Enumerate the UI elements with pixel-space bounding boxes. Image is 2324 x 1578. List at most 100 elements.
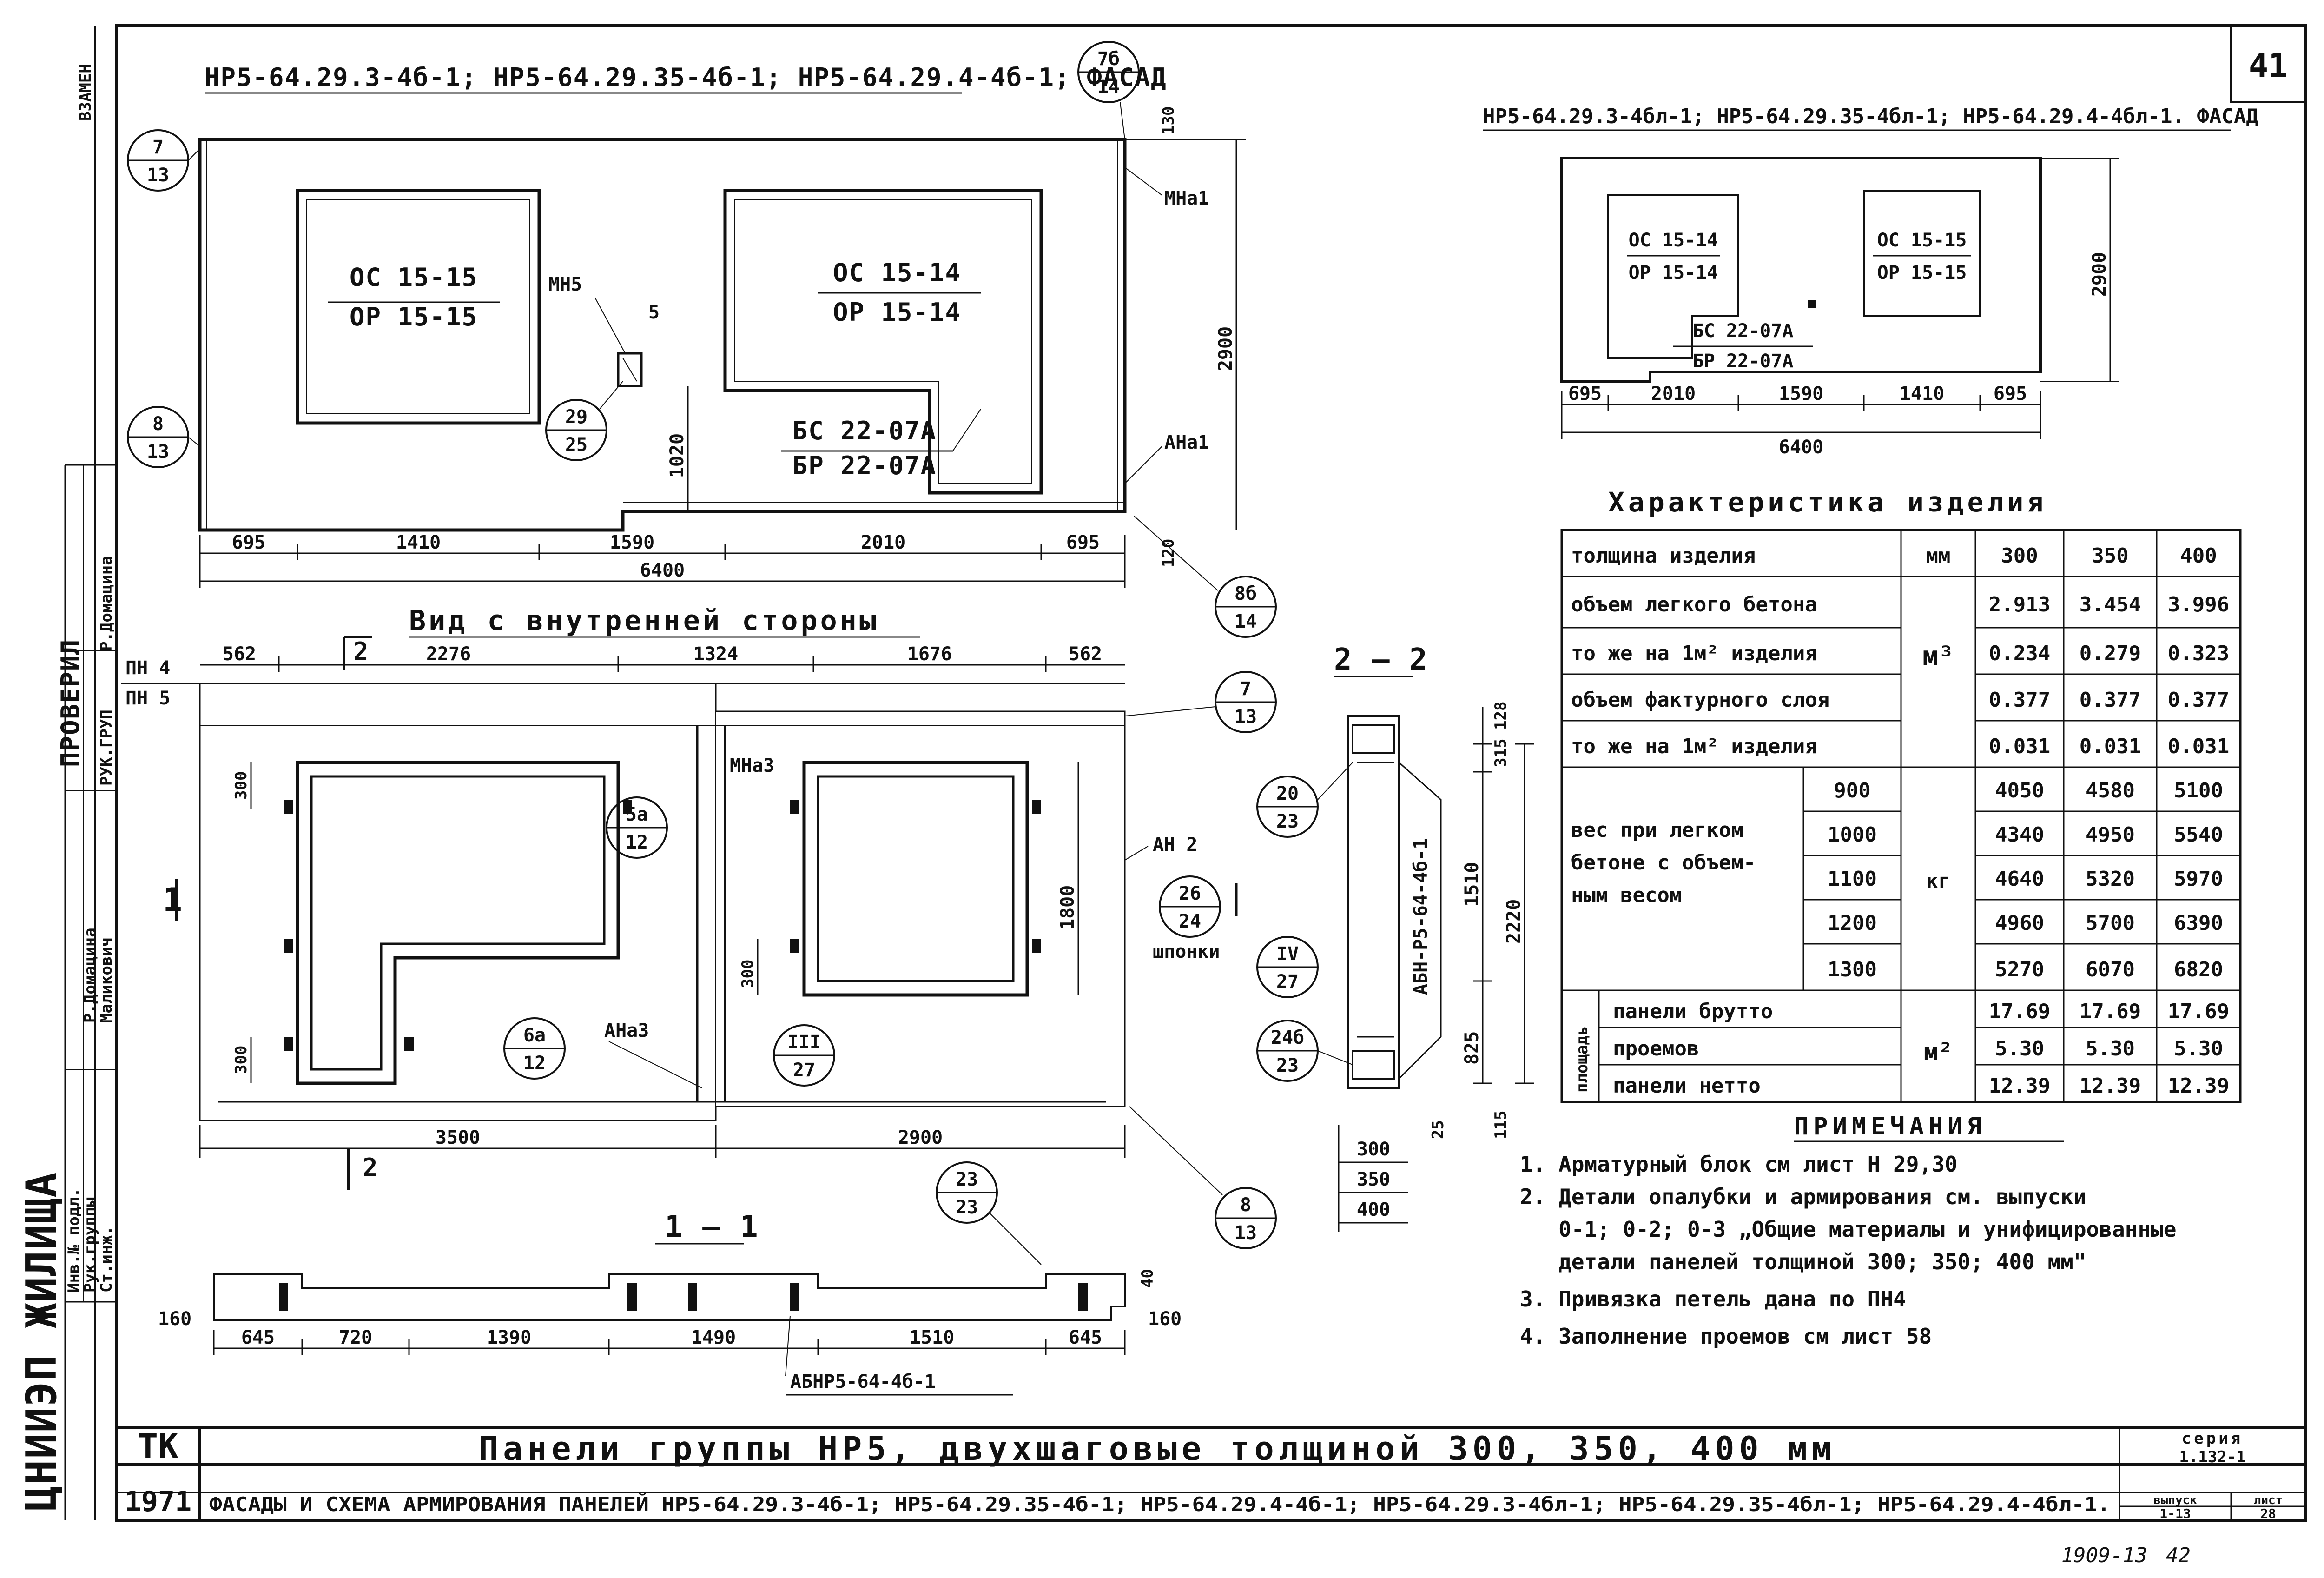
char-title: Характеристика изделия bbox=[1608, 486, 2047, 518]
iv-dim-3500: 3500 bbox=[436, 1127, 480, 1148]
fm-dim-height: 2900 bbox=[1215, 326, 1236, 371]
iv-topdim-4: 1676 bbox=[907, 643, 952, 665]
tb-title: Панели группы НР5, двухшаговые толщиной … bbox=[479, 1430, 1836, 1468]
note-2: 2. Детали опалубки и армирования см. вып… bbox=[1520, 1184, 2086, 1209]
char-unit-m3: м³ bbox=[1922, 641, 1954, 671]
iv-dim-300b: 300 bbox=[232, 1046, 251, 1074]
iv-topdim-2: 2276 bbox=[426, 643, 471, 665]
char-a2-v0: 12.39 bbox=[1989, 1074, 2050, 1098]
tb-issue: 1-13 bbox=[2159, 1506, 2191, 1521]
char-r2-v1: 0.377 bbox=[2080, 688, 2141, 712]
s22-dim-300: 300 bbox=[1357, 1139, 1390, 1160]
iv-mark-2-bottom: 2 bbox=[363, 1153, 379, 1182]
char-w1-v0: 4340 bbox=[1995, 823, 2044, 847]
iv-label-ana3: АНа3 bbox=[604, 1020, 649, 1041]
iv-callout-8-bottom: 23 bbox=[956, 1197, 978, 1218]
iv-callout-1-top: 7 bbox=[1240, 678, 1251, 700]
fmir-dim-5: 695 bbox=[1994, 383, 2027, 404]
char-r3-v0: 0.031 bbox=[1989, 735, 2050, 758]
tb-code: ТК bbox=[138, 1426, 178, 1465]
char-r1-v2: 0.323 bbox=[2168, 642, 2229, 665]
char-a2-v1: 12.39 bbox=[2080, 1074, 2141, 1098]
fm-dim-4: 2010 bbox=[861, 532, 905, 553]
fm-window-left-top: ОС 15-15 bbox=[350, 263, 478, 292]
inner-view: Вид с внутренней стороны 2 562 2276 1324… bbox=[121, 604, 1319, 1265]
s11-dim-5: 1510 bbox=[910, 1327, 954, 1348]
fm-window-right-bottom: ОР 15-14 bbox=[833, 298, 961, 327]
s22-dim-825: 825 bbox=[1461, 1031, 1483, 1065]
iv-callout-4-bottom: 27 bbox=[1276, 971, 1299, 993]
fmir-dim-1: 695 bbox=[1568, 383, 1602, 404]
fmir-window-right-top: ОС 15-15 bbox=[1877, 230, 1967, 251]
char-w0-v0: 4050 bbox=[1995, 779, 2044, 802]
footer-number: 1909-13 bbox=[2061, 1544, 2147, 1567]
fmir-dim-2: 2010 bbox=[1651, 383, 1696, 404]
footer-page: 42 bbox=[2166, 1544, 2191, 1567]
facade-main: НР5-64.29.3-4б-1; НР5-64.29.35-4б-1; НР5… bbox=[127, 41, 1277, 638]
char-h-label: толщина изделия bbox=[1571, 544, 1756, 568]
iv-callout-3-top: 26 bbox=[1179, 883, 1201, 904]
fm-callout-2-bottom: 13 bbox=[147, 441, 169, 463]
char-area-unit: м² bbox=[1924, 1038, 1953, 1066]
char-w2-v1: 5320 bbox=[2086, 867, 2135, 891]
fm-callout-1-bottom: 13 bbox=[147, 165, 169, 186]
fm-dim-3: 1590 bbox=[610, 532, 654, 553]
iv-label-pn5: ПН 5 bbox=[125, 688, 170, 709]
char-weight-label-2: бетоне с объем- bbox=[1571, 851, 1756, 875]
char-a2-label: панели нетто bbox=[1613, 1074, 1761, 1098]
iv-dim-300a: 300 bbox=[232, 771, 251, 800]
title-block: ТК 1971 Панели группы НР5, двухшаговые т… bbox=[125, 1426, 2283, 1521]
sheet-frame bbox=[115, 24, 2307, 1522]
tb-series-label: серия bbox=[2182, 1429, 2243, 1448]
fm-callout-2-top: 8 bbox=[152, 413, 164, 435]
note-3: 0-1; 0-2; 0-3 „Общие материалы и унифици… bbox=[1520, 1217, 2176, 1242]
iv-callout-7-bottom: 13 bbox=[1235, 1222, 1257, 1244]
char-w2-d: 1100 bbox=[1828, 867, 1877, 891]
fm-dim-1: 695 bbox=[232, 532, 265, 553]
strip-name-2: Маликович bbox=[97, 937, 116, 1023]
char-a1-label: проемов bbox=[1613, 1037, 1699, 1061]
tb-series: 1.132-1 bbox=[2179, 1448, 2245, 1466]
char-a1-v2: 5.30 bbox=[2174, 1037, 2223, 1061]
fm-callout-3-bottom: 14 bbox=[1097, 76, 1120, 98]
fm-label-mna1: МНа1 bbox=[1164, 188, 1209, 209]
char-r2-label: объем фактурного слоя bbox=[1571, 688, 1829, 712]
iv-callout-7-top: 8 bbox=[1240, 1194, 1251, 1216]
char-r0-label: объем легкого бетона bbox=[1571, 593, 1817, 617]
sheet-number: 41 bbox=[2249, 46, 2288, 85]
fm-window-left-bottom: ОР 15-15 bbox=[350, 302, 478, 332]
char-weight-unit: кг bbox=[1926, 869, 1951, 893]
char-w0-v1: 4580 bbox=[2086, 779, 2135, 802]
fm-dim-130: 130 bbox=[1159, 106, 1178, 135]
tb-subtitle: ФАСАДЫ И СХЕМА АРМИРОВАНИЯ ПАНЕЛЕЙ НР5-6… bbox=[209, 1492, 2110, 1516]
iv-callout-1-bottom: 13 bbox=[1235, 706, 1257, 728]
tb-issue-label: выпуск bbox=[2153, 1493, 2197, 1507]
notes-title: ПРИМЕЧАНИЯ bbox=[1794, 1113, 1986, 1140]
s11-label: АБНР5-64-4б-1 bbox=[790, 1371, 936, 1392]
fmir-door-bottom: БР 22-07А bbox=[1693, 351, 1794, 372]
char-h-350: 350 bbox=[2092, 544, 2128, 568]
s22-callout-1-top: 20 bbox=[1276, 783, 1299, 804]
fm-callout-4-top: 29 bbox=[565, 406, 588, 428]
tb-sheet: 28 bbox=[2260, 1506, 2276, 1521]
char-weight-label-3: ным весом bbox=[1571, 883, 1682, 907]
notes: ПРИМЕЧАНИЯ 1. Арматурный блок см лист Н … bbox=[1520, 1113, 2176, 1349]
iv-label-pn4: ПН 4 bbox=[125, 657, 170, 679]
s22-dim-350: 350 bbox=[1357, 1169, 1390, 1190]
char-r2-v0: 0.377 bbox=[1989, 688, 2050, 712]
s22-callout-2-top: 24б bbox=[1271, 1027, 1304, 1048]
s22-dim-2220: 2220 bbox=[1503, 899, 1525, 944]
facade-mirror-title: НР5-64.29.3-4бл-1; НР5-64.29.35-4бл-1; Н… bbox=[1483, 105, 2258, 128]
characteristics: Характеристика изделия толщина изделия м… bbox=[1560, 486, 2242, 1103]
section-1-1: 1 — 1 645 720 1390 1490 1510 645 160 160… bbox=[158, 1210, 1182, 1396]
s11-title: 1 — 1 bbox=[665, 1210, 759, 1244]
iv-topdim-1: 562 bbox=[223, 643, 256, 665]
strip-team: РУК.ГРУП bbox=[97, 709, 116, 786]
strip-check: ПРОВЕРИЛ bbox=[56, 639, 85, 767]
fm-callout-1-top: 7 bbox=[152, 137, 164, 158]
section-2-2: 2 — 2 АБН-Р5-64-4б-1 128 315 1510 825 11… bbox=[1256, 643, 1534, 1232]
iv-callout-8-top: 23 bbox=[956, 1169, 978, 1190]
char-r1-label: то же на 1м² изделия bbox=[1571, 642, 1817, 665]
s22-title: 2 — 2 bbox=[1334, 643, 1428, 677]
